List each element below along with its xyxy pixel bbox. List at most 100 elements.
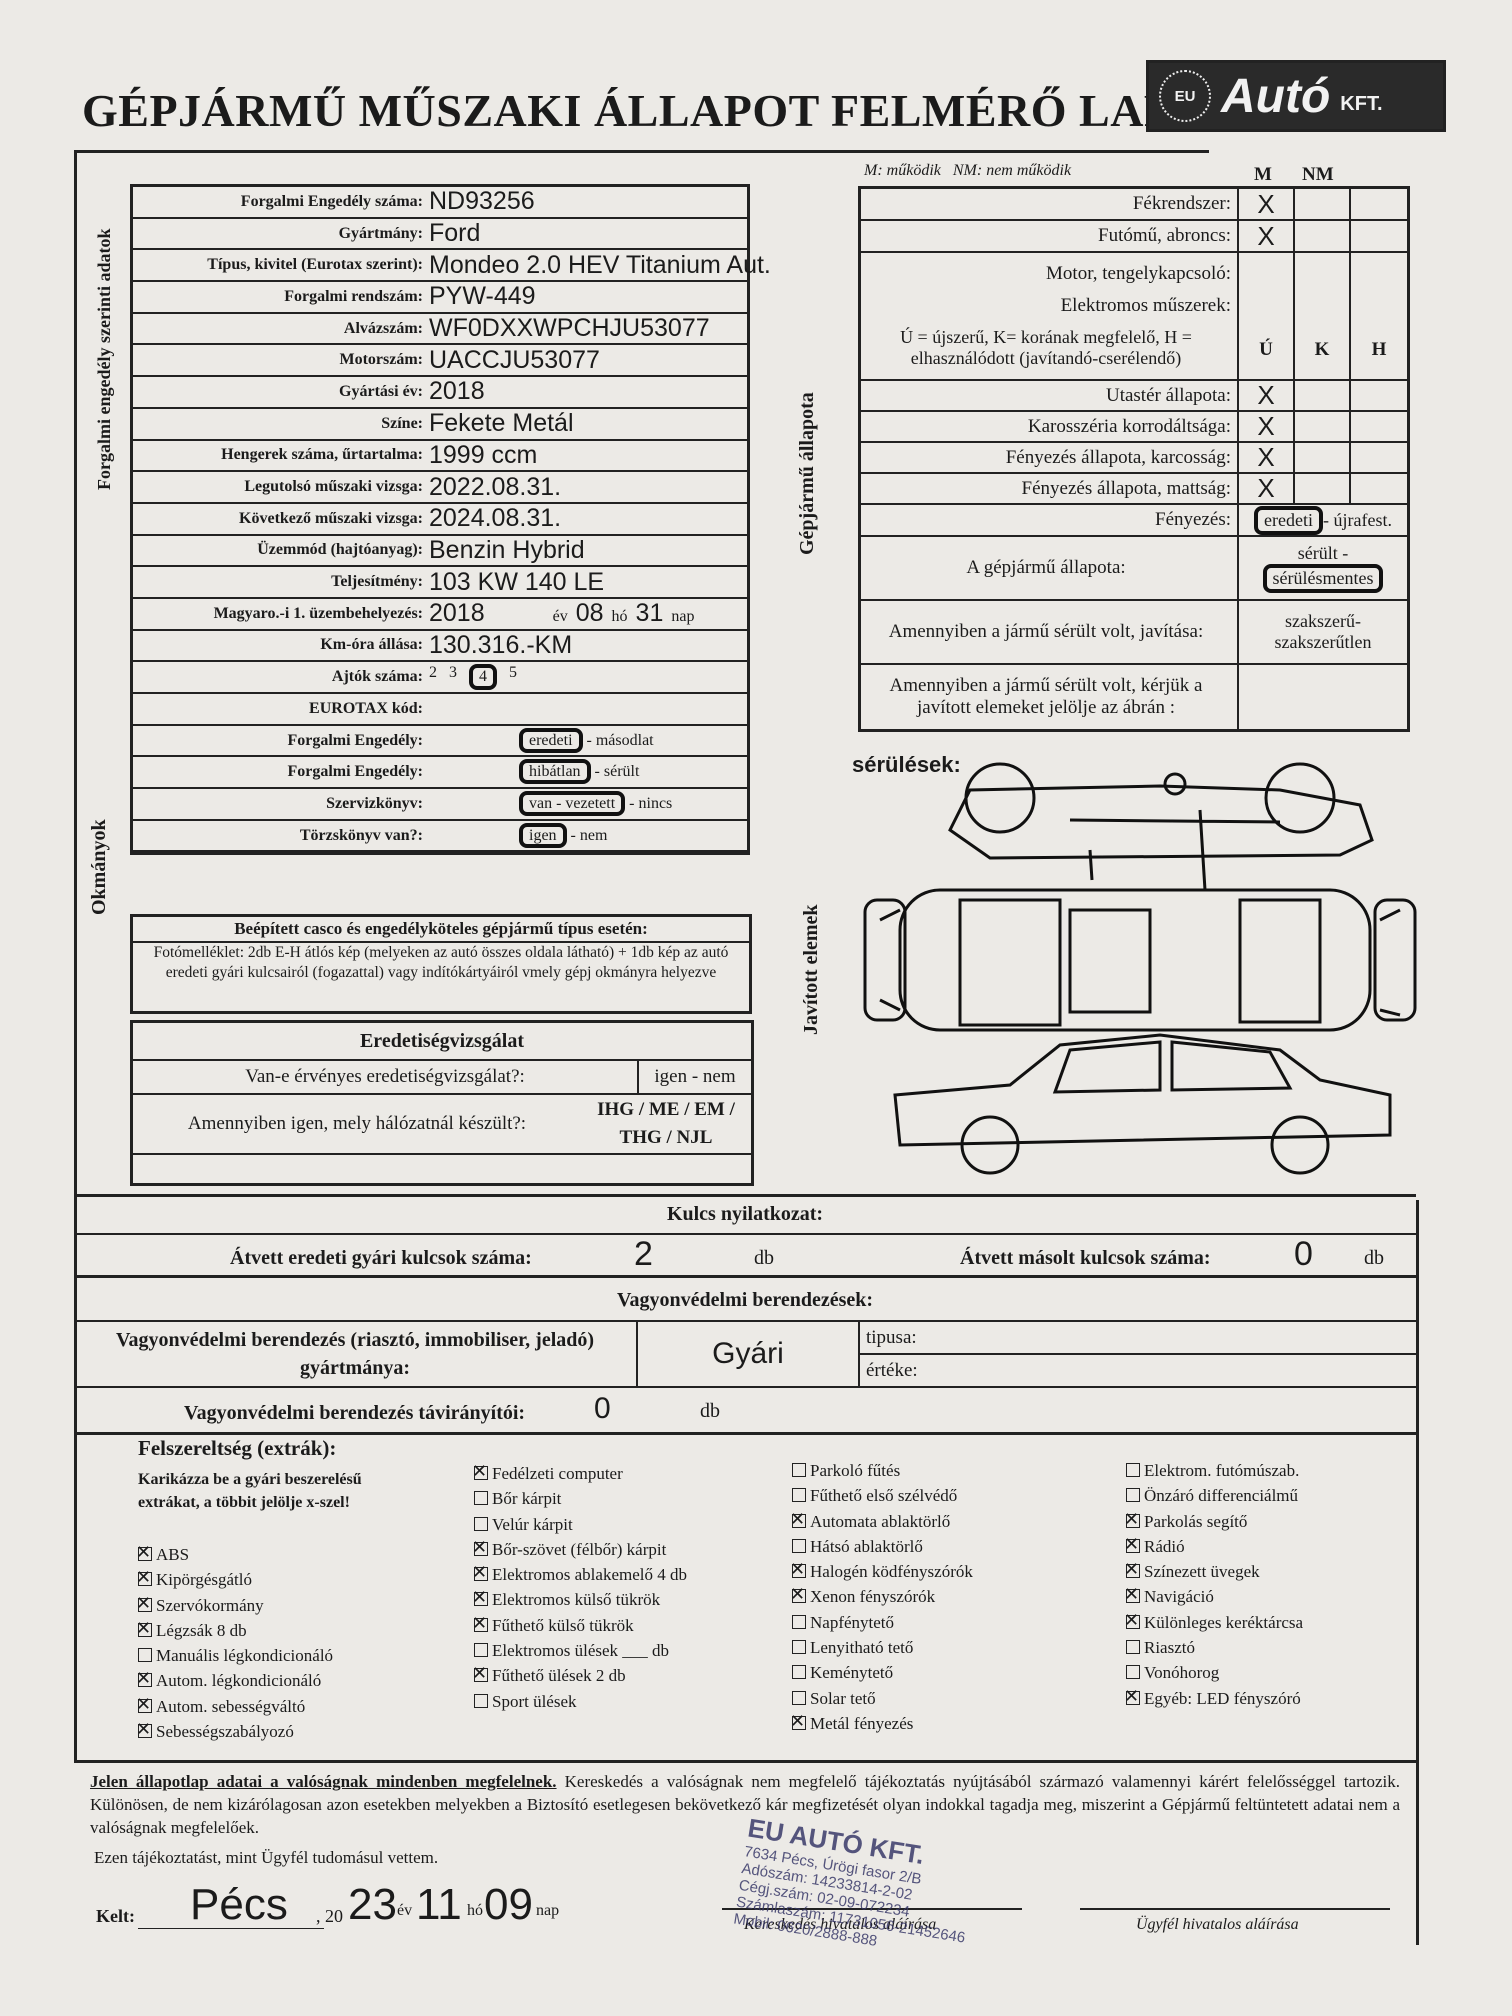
doc-option-a[interactable]: van - vezetett — [519, 790, 626, 816]
extra-checkbox[interactable] — [792, 1640, 806, 1655]
extra-checkbox[interactable] — [474, 1516, 488, 1531]
extra-item[interactable]: Sport ülések — [474, 1689, 687, 1714]
option-state_a[interactable]: sérült - — [1297, 543, 1349, 563]
extra-checkbox[interactable] — [472, 1585, 488, 1611]
registration-value[interactable]: Mondeo 2.0 HEV Titanium Aut. — [429, 250, 771, 279]
extra-checkbox[interactable] — [472, 1661, 488, 1687]
extra-item[interactable]: Elektromos ablakemelő 4 db — [472, 1560, 687, 1587]
extra-checkbox[interactable] — [136, 1540, 152, 1565]
extra-item[interactable]: Xenon fényszórók — [790, 1582, 973, 1609]
extra-checkbox[interactable] — [790, 1582, 806, 1608]
extra-checkbox[interactable] — [790, 1507, 806, 1532]
extra-item[interactable]: Fedélzeti computer — [472, 1459, 687, 1486]
extra-item[interactable]: Velúr kárpit — [474, 1512, 687, 1537]
registration-value[interactable]: 103 KW 140 LE — [429, 567, 605, 596]
extra-item[interactable]: Fűthető ülések 2 db — [472, 1661, 687, 1688]
extra-item[interactable]: Fűthető első szélvédő — [792, 1483, 973, 1508]
extra-item[interactable]: Bőr-szövet (félbőr) kárpit — [472, 1535, 687, 1562]
extra-item[interactable]: Hátsó ablaktörlő — [792, 1534, 973, 1559]
extra-checkbox[interactable] — [792, 1690, 806, 1705]
doc-option-a[interactable]: hibátlan — [519, 759, 591, 785]
extra-item[interactable]: Manuális légkondicionáló — [138, 1643, 333, 1668]
extra-checkbox[interactable] — [1124, 1608, 1140, 1633]
option-repair_a[interactable]: szakszerű- — [1285, 611, 1361, 631]
extra-item[interactable]: Szervókormány — [136, 1591, 333, 1618]
extra-checkbox[interactable] — [1124, 1532, 1140, 1557]
extra-item[interactable]: Autom. légkondicionáló — [136, 1666, 333, 1693]
extra-checkbox[interactable] — [1126, 1463, 1140, 1477]
extra-item[interactable]: Solar tető — [792, 1686, 973, 1711]
extra-checkbox[interactable] — [790, 1557, 806, 1582]
extra-item[interactable]: Önzáró differenciálmű — [1126, 1483, 1303, 1508]
extra-item[interactable]: ABS — [136, 1540, 333, 1567]
doc-option-a[interactable]: eredeti — [519, 727, 583, 753]
door-option[interactable]: 5 — [509, 664, 517, 682]
extra-checkbox[interactable] — [136, 1565, 152, 1591]
km-value[interactable]: 130.316.-KM — [429, 630, 573, 659]
extra-item[interactable]: Különleges keréktárcsa — [1124, 1608, 1303, 1635]
registration-value[interactable]: ND93256 — [429, 187, 535, 216]
extra-checkbox[interactable] — [474, 1643, 488, 1658]
doc-option-b[interactable]: nem — [579, 826, 608, 844]
door-option[interactable]: 2 — [429, 664, 437, 682]
extra-item[interactable]: Színezett üvegek — [1124, 1557, 1303, 1584]
registration-value[interactable]: 2018 — [429, 377, 485, 406]
extra-item[interactable]: Elektromos ülések ___ db — [474, 1638, 687, 1663]
registration-value[interactable]: Fekete Metál — [429, 409, 574, 438]
extra-item[interactable]: Metál fényezés — [790, 1709, 973, 1736]
extra-item[interactable]: Kipörgésgátló — [136, 1565, 333, 1592]
extra-checkbox[interactable] — [1126, 1488, 1140, 1503]
extra-item[interactable]: Riasztó — [1126, 1635, 1303, 1660]
extra-checkbox[interactable] — [1126, 1640, 1140, 1655]
registration-value[interactable]: UACCJU53077 — [429, 345, 600, 374]
doc-option-b[interactable]: másodlat — [595, 731, 654, 749]
extra-checkbox[interactable] — [136, 1616, 152, 1641]
extra-checkbox[interactable] — [790, 1709, 806, 1734]
registration-value[interactable]: Ford — [429, 219, 481, 248]
extra-item[interactable]: Bőr kárpit — [474, 1486, 687, 1511]
option-paint_b[interactable]: - újrafest. — [1323, 509, 1392, 530]
extra-item[interactable]: Egyéb: LED fényszóró — [1124, 1684, 1303, 1711]
extra-checkbox[interactable] — [792, 1463, 806, 1477]
option-repair_b[interactable]: szakszerűtlen — [1274, 632, 1372, 652]
extra-item[interactable]: Rádió — [1124, 1532, 1303, 1559]
extra-item[interactable]: Légzsák 8 db — [136, 1616, 333, 1643]
registration-value[interactable]: WF0DXXWPCHJU53077 — [429, 314, 710, 343]
extra-item[interactable]: Elektromos külső tükrök — [472, 1585, 687, 1612]
extra-item[interactable]: Navigáció — [1124, 1582, 1303, 1609]
doc-option-a[interactable]: igen — [519, 822, 567, 848]
extra-checkbox[interactable] — [1126, 1665, 1140, 1680]
door-option[interactable]: 3 — [449, 664, 457, 682]
extra-item[interactable]: Fűthető külső tükrök — [472, 1611, 687, 1638]
extra-checkbox[interactable] — [472, 1611, 488, 1636]
extra-checkbox[interactable] — [1124, 1582, 1140, 1608]
registration-value[interactable]: 2024.08.31. — [429, 504, 562, 533]
extra-checkbox[interactable] — [472, 1535, 488, 1560]
extra-item[interactable]: Sebességszabályozó — [136, 1717, 333, 1744]
doc-option-b[interactable]: sérült — [603, 763, 640, 781]
extra-item[interactable]: Autom. sebességváltó — [136, 1692, 333, 1719]
extra-checkbox[interactable] — [136, 1692, 152, 1717]
extra-item[interactable]: Automata ablaktörlő — [790, 1507, 973, 1534]
car-damage-diagram[interactable] — [860, 750, 1440, 1190]
doc-option-b[interactable]: nincs — [638, 794, 673, 812]
extra-checkbox[interactable] — [138, 1648, 152, 1663]
extra-checkbox[interactable] — [474, 1491, 488, 1506]
registration-value[interactable]: PYW-449 — [429, 282, 536, 311]
door-option[interactable]: 4 — [469, 664, 497, 691]
extra-checkbox[interactable] — [1124, 1557, 1140, 1582]
extra-item[interactable]: Elektrom. futómúszab. — [1126, 1458, 1303, 1483]
extra-checkbox[interactable] — [792, 1538, 806, 1553]
extra-item[interactable]: Halogén ködfényszórók — [790, 1557, 973, 1584]
option-paint_a[interactable]: eredeti — [1254, 505, 1323, 535]
option-state_b[interactable]: sérülésmentes — [1262, 564, 1384, 593]
extra-item[interactable]: Parkoló fűtés — [792, 1458, 973, 1483]
extra-checkbox[interactable] — [136, 1666, 152, 1692]
registration-value[interactable]: 2022.08.31. — [429, 472, 562, 501]
extra-item[interactable]: Napfénytető — [792, 1610, 973, 1635]
extra-item[interactable]: Parkolás segítő — [1124, 1507, 1303, 1534]
extra-checkbox[interactable] — [474, 1693, 488, 1708]
extra-item[interactable]: Lenyitható tető — [792, 1635, 973, 1660]
extra-checkbox[interactable] — [792, 1614, 806, 1629]
